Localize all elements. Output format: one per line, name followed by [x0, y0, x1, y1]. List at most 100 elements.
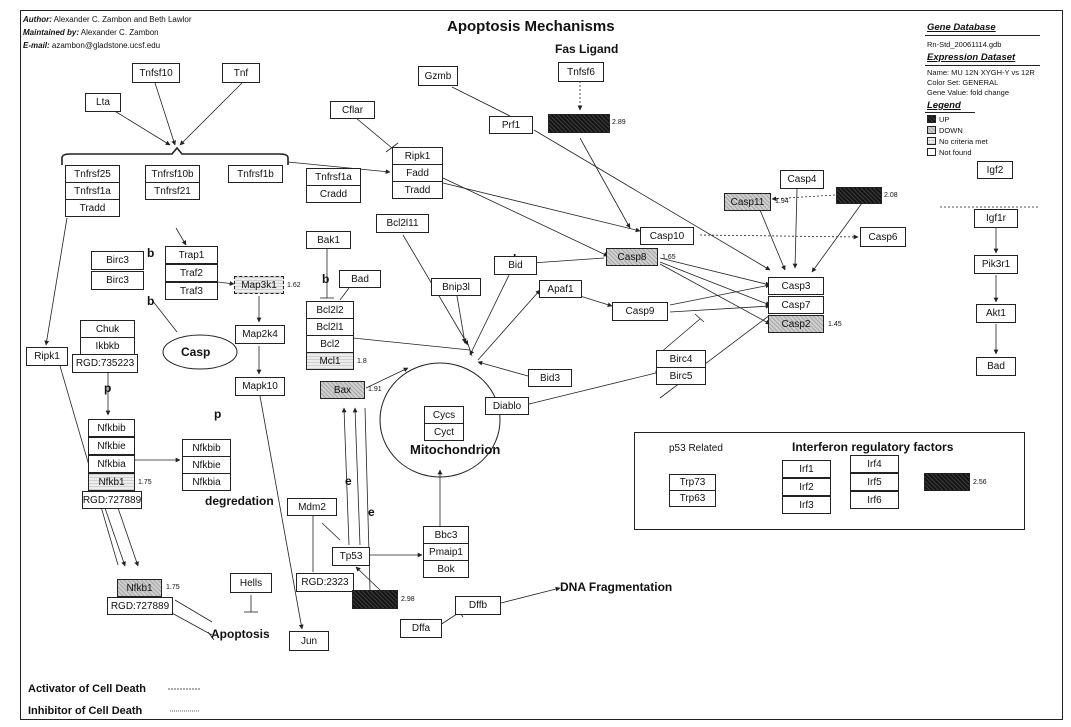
gene-tnfrsf21[interactable]: Tnfrsf21: [145, 182, 200, 200]
gene-bid[interactable]: Bid: [494, 256, 537, 275]
gene-map2k4[interactable]: Map2k4: [235, 325, 285, 344]
gene-irf1[interactable]: Irf1: [782, 460, 831, 478]
gene-nfkbia-a[interactable]: Nfkbia: [88, 455, 135, 473]
gene-nfkbia-b[interactable]: Nfkbia: [182, 473, 231, 491]
gene-irf4[interactable]: Irf4: [850, 455, 899, 473]
gene-ripk1-center[interactable]: Ripk1: [392, 147, 443, 165]
gene-cycs[interactable]: Cycs: [424, 406, 464, 424]
gene-bcl2l1[interactable]: Bcl2l1: [306, 318, 354, 336]
legend-activator: Activator of Cell Death: [28, 683, 146, 695]
gene-birc3-a[interactable]: Birc3: [91, 251, 144, 270]
gene-traf3[interactable]: Traf3: [165, 282, 218, 300]
gene-tradd-left[interactable]: Tradd: [65, 199, 120, 217]
gene-tnfrsf10b[interactable]: Tnfrsf10b: [145, 165, 200, 183]
gene-mcl1[interactable]: Mcl1: [306, 352, 354, 370]
gene-igf2[interactable]: Igf2: [977, 161, 1013, 179]
gene-tnfrsf1a-center[interactable]: Tnfrsf1a: [306, 168, 361, 186]
gene-trap1[interactable]: Trap1: [165, 246, 218, 264]
gene-gzmb[interactable]: Gzmb: [418, 66, 458, 86]
gene-tnfsf6[interactable]: Tnfsf6: [558, 62, 604, 82]
gene-rgd-2323[interactable]: RGD:2323: [296, 573, 354, 592]
gene-bad-right[interactable]: Bad: [976, 357, 1016, 376]
gene-nfkbie-a[interactable]: Nfkbie: [88, 437, 135, 455]
gene-bcl2l11[interactable]: Bcl2l11: [376, 214, 429, 233]
gene-casp11[interactable]: Casp11: [724, 193, 771, 211]
gene-cradd[interactable]: Cradd: [306, 185, 361, 203]
gene-rgd-735223[interactable]: RGD:735223: [72, 354, 138, 373]
gene-casp2[interactable]: Casp2: [768, 315, 824, 333]
gene-igf1r[interactable]: Igf1r: [974, 209, 1018, 228]
gene-nfkbib-b[interactable]: Nfkbib: [182, 439, 231, 457]
gene-irf2[interactable]: Irf2: [782, 478, 831, 496]
gene-birc5[interactable]: Birc5: [656, 367, 706, 385]
gene-fadd[interactable]: Fadd: [392, 164, 443, 182]
gene-cflar[interactable]: Cflar: [330, 101, 375, 119]
gene-casp8[interactable]: Casp8: [606, 248, 658, 266]
gene-nfkbib-a[interactable]: Nfkbib: [88, 419, 135, 437]
gene-nfkbie-b[interactable]: Nfkbie: [182, 456, 231, 474]
gene-rgd-727889-b[interactable]: RGD:727889: [107, 597, 173, 615]
gene-casp10[interactable]: Casp10: [640, 227, 694, 245]
gene-tnfsf10[interactable]: Tnfsf10: [132, 63, 180, 83]
gene-bcl2l2[interactable]: Bcl2l2: [306, 301, 354, 319]
gene-hells[interactable]: Hells: [230, 573, 272, 593]
gene-birc3-b[interactable]: Birc3: [91, 271, 144, 290]
gene-prf1[interactable]: Prf1: [489, 116, 533, 134]
legend-inhibitor: Inhibitor of Cell Death: [28, 705, 143, 717]
gene-traf2[interactable]: Traf2: [165, 264, 218, 282]
gene-tnf[interactable]: Tnf: [222, 63, 260, 83]
gene-tnfrsf25[interactable]: Tnfrsf25: [65, 165, 120, 183]
gene-lta[interactable]: Lta: [85, 93, 121, 112]
gene-birc4[interactable]: Birc4: [656, 350, 706, 368]
gene-bad-center[interactable]: Bad: [339, 270, 381, 288]
gene-casp3[interactable]: Casp3: [768, 277, 824, 295]
gene-pik3r1[interactable]: Pik3r1: [974, 255, 1018, 274]
gene-bax[interactable]: Bax: [320, 381, 365, 399]
gene-bid3[interactable]: Bid3: [528, 369, 572, 387]
gene-casp9[interactable]: Casp9: [612, 302, 668, 321]
edge-nfkb1-apoptosis: [169, 611, 213, 636]
gene-trp63[interactable]: Trp63: [669, 490, 716, 507]
gene-rgd-727889-a[interactable]: RGD:727889: [82, 491, 142, 509]
gene-irf6[interactable]: Irf6: [850, 491, 899, 509]
gene-pmaip1[interactable]: Pmaip1: [423, 543, 469, 561]
gene-ikbkb[interactable]: Ikbkb: [80, 337, 135, 355]
gene-casp4[interactable]: Casp4: [780, 170, 824, 189]
gene-mdm2[interactable]: Mdm2: [287, 498, 337, 516]
gene-nfkb1-a[interactable]: Nfkb1: [88, 473, 135, 491]
gene-dffb[interactable]: Dffb: [455, 596, 501, 615]
gene-irf5[interactable]: Irf5: [850, 473, 899, 491]
gene-akt1[interactable]: Akt1: [976, 304, 1016, 323]
modifier-e-2: e: [368, 505, 375, 519]
gene-bok[interactable]: Bok: [423, 560, 469, 578]
gene-diablo[interactable]: Diablo: [485, 397, 529, 415]
gene-nfkb1-c[interactable]: Nfkb1: [117, 579, 162, 597]
gene-mapk10[interactable]: Mapk10: [235, 377, 285, 396]
gene-bnip3l[interactable]: Bnip3l: [431, 278, 481, 296]
edge-tp53box-tp53: [355, 566, 381, 591]
value-mcl1: 1.8: [357, 358, 367, 365]
gene-bbc3[interactable]: Bbc3: [423, 526, 469, 544]
gene-casp6[interactable]: Casp6: [860, 227, 906, 247]
gene-dffa[interactable]: Dffa: [400, 619, 442, 638]
gene-chuk[interactable]: Chuk: [80, 320, 135, 338]
legend-label-down: DOWN: [939, 126, 963, 135]
modifier-b-bak1: b: [322, 272, 330, 286]
gene-bak1[interactable]: Bak1: [306, 231, 351, 249]
gene-cyct[interactable]: Cyct: [424, 423, 464, 441]
gene-irf3[interactable]: Irf3: [782, 496, 831, 514]
gene-casp7[interactable]: Casp7: [768, 296, 824, 314]
gene-apaf1[interactable]: Apaf1: [539, 280, 582, 298]
gene-tnfrsf1a-left[interactable]: Tnfrsf1a: [65, 182, 120, 200]
gene-tradd-center[interactable]: Tradd: [392, 181, 443, 199]
value-tnfsf6: 2.89: [612, 119, 626, 126]
gene-tnfrsf1b[interactable]: Tnfrsf1b: [228, 165, 283, 183]
gene-ripk1-left[interactable]: Ripk1: [26, 347, 68, 366]
gene-bcl2[interactable]: Bcl2: [306, 335, 354, 353]
gene-db-rule: [925, 35, 1040, 36]
gene-trp73[interactable]: Trp73: [669, 474, 716, 491]
gene-map3k1[interactable]: Map3k1: [234, 276, 284, 294]
gene-jun[interactable]: Jun: [289, 631, 329, 651]
gene-tp53[interactable]: Tp53: [332, 547, 370, 566]
